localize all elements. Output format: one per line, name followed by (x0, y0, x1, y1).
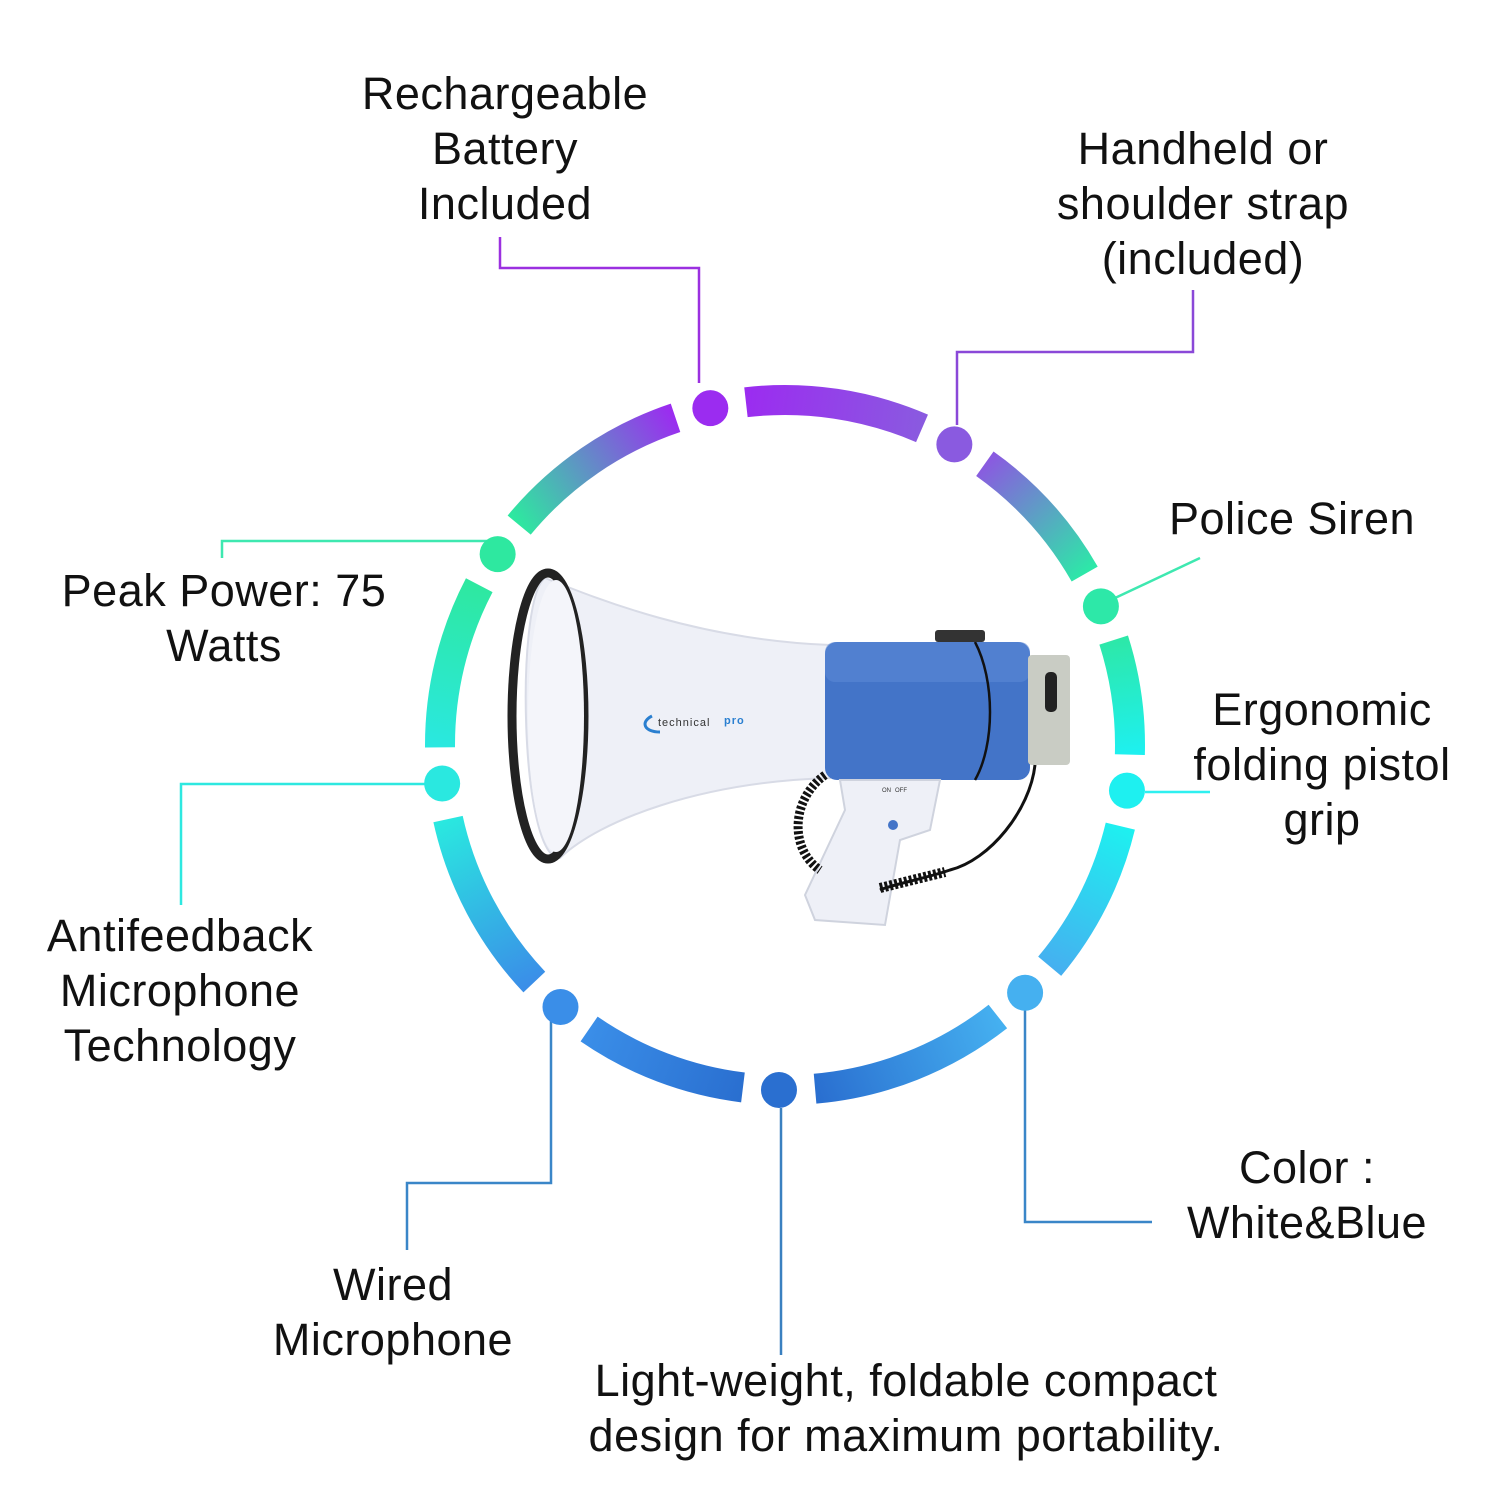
coil-cord-bottom (878, 867, 947, 893)
feature-line: Ergonomic (1212, 684, 1432, 735)
feature-line: Battery (431, 123, 579, 174)
leader-antifeedback (179, 782, 430, 905)
feature-line: Watts (166, 620, 282, 671)
ring-dots (424, 390, 1145, 1108)
ring-segment (976, 451, 1098, 582)
feature-wired: Wired Microphone (273, 1257, 513, 1367)
ring-dot (1007, 974, 1044, 1011)
ring-dot (542, 988, 579, 1025)
ring (425, 385, 1145, 1104)
megaphone-body-highlight (825, 642, 1030, 682)
feature-strap: Handheld or shoulder strap (included) (1057, 121, 1349, 286)
feature-siren: Police Siren (1169, 491, 1415, 546)
microphone-cord (879, 764, 1037, 892)
ring-segment (507, 403, 681, 535)
feature-line: Rechargeable (361, 68, 649, 119)
feature-color: Color : White&Blue (1187, 1140, 1427, 1250)
ring-segment (1038, 822, 1135, 976)
ring-segment (580, 1016, 745, 1103)
pistol-grip (803, 779, 942, 927)
feature-line: Microphone (59, 965, 301, 1016)
feature-line: Antifeedback (46, 910, 314, 961)
brand-logo-swoosh-icon (643, 714, 661, 734)
ring-dot (424, 765, 461, 802)
ring-dot (760, 1071, 797, 1108)
ring-segment (433, 815, 546, 993)
megaphone-image: ON OFF technical pro (507, 568, 1070, 927)
leader-strap (955, 290, 1195, 425)
feature-antifeedback: Antifeedback Microphone Technology (47, 908, 313, 1073)
feature-portable: Light-weight, foldable compact design fo… (589, 1353, 1224, 1463)
feature-line: (included) (1101, 233, 1305, 284)
ring-dot (692, 390, 729, 427)
megaphone-body-seam (973, 641, 992, 781)
leader-wired (405, 1020, 553, 1250)
horn-mouth (528, 580, 584, 852)
feature-line: Color : (1238, 1142, 1376, 1193)
feature-line: Light-weight, foldable compact (594, 1355, 1218, 1406)
feature-line: shoulder strap (1056, 178, 1350, 229)
leader-color (1023, 1010, 1152, 1224)
feature-line: Microphone (272, 1314, 514, 1365)
ring-segment (425, 578, 493, 748)
feature-line: folding pistol (1193, 739, 1451, 790)
battery-box-latch (1045, 672, 1057, 712)
grip-button (888, 820, 898, 830)
leader-siren (1114, 556, 1201, 600)
strap-clip (935, 630, 985, 642)
leader-power (220, 539, 487, 558)
ring-dot (1108, 772, 1145, 809)
ring-segment (1099, 635, 1145, 756)
feature-line: Peak Power: 75 (61, 565, 387, 616)
feature-line: grip (1283, 794, 1361, 845)
feature-line: Included (417, 178, 593, 229)
ring-segment (813, 1004, 1008, 1104)
switch-on-label: ON (882, 788, 891, 794)
feature-line: White&Blue (1186, 1197, 1428, 1248)
feature-line: design for maximum portability. (588, 1410, 1224, 1461)
ring-dot (936, 426, 973, 463)
brand-logo-suffix: pro (724, 715, 745, 727)
feature-grip: Ergonomic folding pistol grip (1193, 682, 1450, 847)
megaphone-horn (524, 576, 831, 860)
feature-line: Police Siren (1168, 493, 1416, 544)
feature-line: Technology (63, 1020, 297, 1071)
ring-dot (1082, 588, 1119, 625)
ring-dot (479, 536, 516, 573)
leader-battery (498, 237, 701, 383)
feature-line: Wired (332, 1259, 454, 1310)
feature-line: Handheld or (1077, 123, 1329, 174)
coil-cord-left (793, 771, 828, 874)
feature-battery: Rechargeable Battery Included (362, 66, 648, 231)
leader-lines (179, 237, 1210, 1355)
feature-power: Peak Power: 75 Watts (62, 563, 387, 673)
brand-logo: technical (658, 717, 710, 729)
switch-off-label: OFF (895, 788, 907, 794)
ring-segment (744, 385, 928, 443)
